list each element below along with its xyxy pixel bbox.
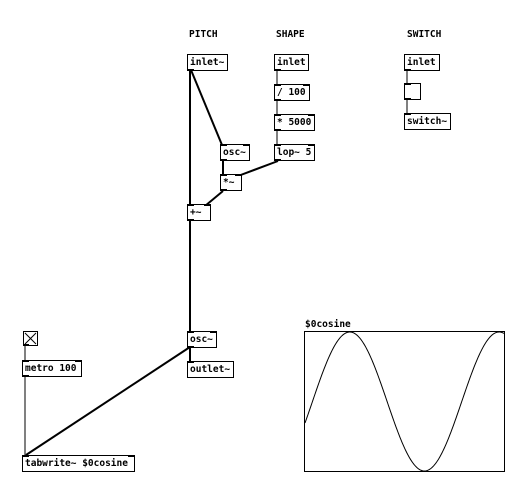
object-osc-main-label: osc~ xyxy=(190,334,213,345)
object-mul-sig[interactable]: *~ xyxy=(220,174,242,191)
number-box[interactable] xyxy=(404,83,421,100)
array-name-label: $0cosine xyxy=(305,319,351,330)
comment-shape: SHAPE xyxy=(276,29,305,40)
object-lop[interactable]: lop~ 5 xyxy=(274,144,315,161)
object-mul-5000[interactable]: * 5000 xyxy=(274,114,315,131)
object-metro-label: metro 100 xyxy=(25,363,77,374)
object-lop-label: lop~ 5 xyxy=(277,147,312,158)
object-inlet-shape[interactable]: inlet xyxy=(274,54,309,71)
object-osc-main[interactable]: osc~ xyxy=(187,331,217,348)
object-add-sig-label: +~ xyxy=(190,207,202,218)
object-mul-5000-label: * 5000 xyxy=(277,117,312,128)
comment-switch: SWITCH xyxy=(407,29,442,40)
object-outlet[interactable]: outlet~ xyxy=(187,361,234,378)
object-osc-mod[interactable]: osc~ xyxy=(220,144,250,161)
object-tabwrite[interactable]: tabwrite~ $0cosine xyxy=(22,455,135,472)
comment-pitch: PITCH xyxy=(189,29,218,40)
object-inlet-switch[interactable]: inlet xyxy=(404,54,440,71)
object-metro[interactable]: metro 100 xyxy=(22,360,82,377)
cord-lop-to-mul[interactable] xyxy=(237,160,279,177)
array-graph[interactable] xyxy=(304,331,505,472)
array-waveform xyxy=(305,332,504,471)
object-osc-mod-label: osc~ xyxy=(223,147,246,158)
toggle-x-icon xyxy=(24,332,37,345)
object-div-100-label: / 100 xyxy=(277,87,306,98)
object-add-sig[interactable]: +~ xyxy=(187,204,211,221)
object-switch[interactable]: switch~ xyxy=(404,113,451,130)
object-div-100[interactable]: / 100 xyxy=(274,84,310,101)
object-mul-sig-label: *~ xyxy=(223,177,235,188)
object-tabwrite-label: tabwrite~ $0cosine xyxy=(25,458,128,469)
toggle[interactable] xyxy=(23,331,38,346)
cord-inlet-to-osc-mod[interactable] xyxy=(190,69,223,146)
object-inlet-pitch[interactable]: inlet~ xyxy=(187,54,228,71)
